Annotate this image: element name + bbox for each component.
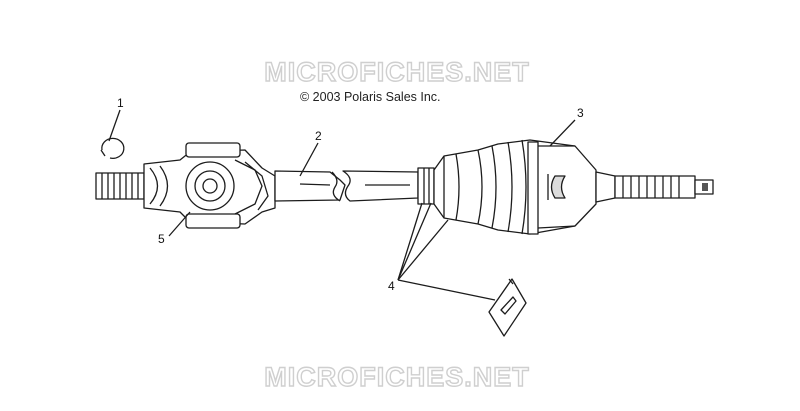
shaft-part — [274, 170, 419, 202]
copyright-text: © 2003 Polaris Sales Inc. — [300, 90, 441, 104]
cv-joint-boot-part — [433, 139, 597, 235]
callout-2: 2 — [315, 129, 322, 143]
callout-4: 4 — [388, 279, 395, 293]
grease-packet-part — [488, 278, 527, 337]
callout-5: 5 — [158, 232, 165, 246]
left-spline-stub — [95, 172, 145, 200]
callout-3: 3 — [577, 106, 584, 120]
watermark-top: MICROFICHES.NET — [264, 56, 530, 87]
snap-ring-part — [100, 137, 125, 159]
u-joint-yoke-part — [143, 142, 276, 229]
boot-clamp — [417, 167, 435, 205]
callout-1: 1 — [117, 96, 124, 110]
leader-lines — [108, 109, 576, 301]
right-spline-stub — [595, 171, 714, 203]
watermark-bottom: MICROFICHES.NET — [264, 361, 530, 392]
